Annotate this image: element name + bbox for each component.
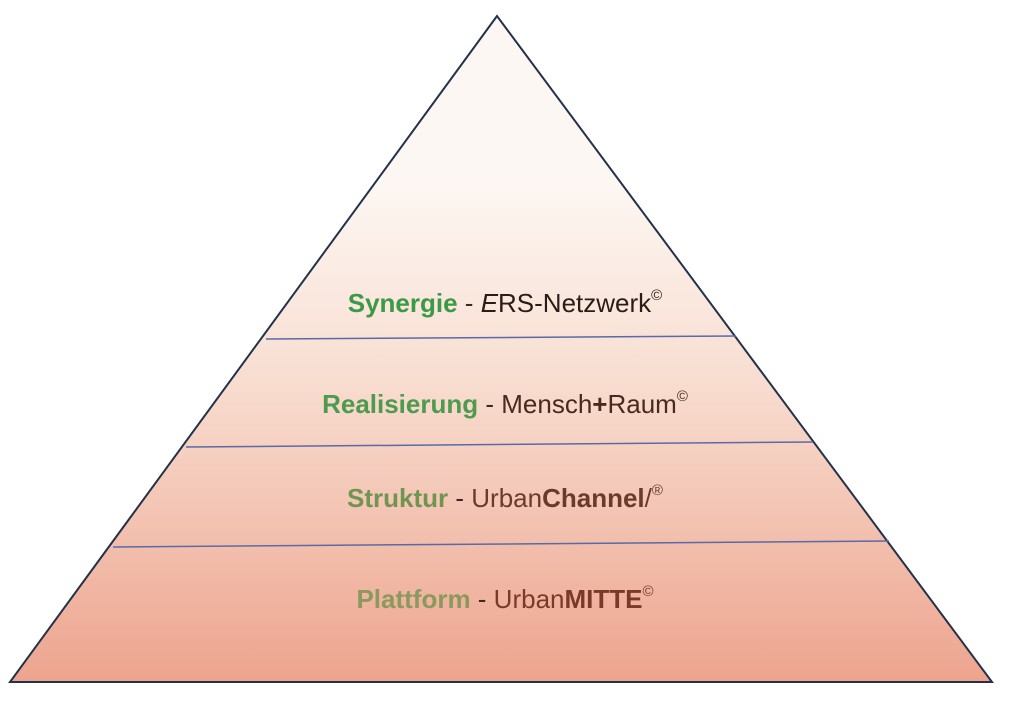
copyright-mark: © xyxy=(651,287,663,304)
brand-text: Urban xyxy=(493,584,565,614)
brand-text: RS-Netzwerk xyxy=(498,288,652,318)
tier-name: Struktur xyxy=(347,483,449,513)
tier-label-synergie: Synergie - ERS-Netzwerk© xyxy=(0,288,1010,318)
tier-label-struktur: Struktur - UrbanChannel/® xyxy=(0,483,1010,513)
tier-name: Realisierung xyxy=(322,389,479,419)
pyramid-triangle xyxy=(8,14,994,683)
tier-label-realisierung: Realisierung - Mensch+Raum© xyxy=(0,389,1010,419)
brand-text: / xyxy=(644,483,652,513)
tier-divider-3 xyxy=(112,540,890,548)
tier-separator: - xyxy=(457,288,481,318)
tier-separator: - xyxy=(470,584,494,614)
tier-divider-2 xyxy=(185,441,814,448)
registered-mark: ® xyxy=(651,482,663,499)
brand-text-bold: MITTE xyxy=(564,584,643,614)
brand-text-bold: Channel xyxy=(542,483,645,513)
brand-text-italic: E xyxy=(480,288,499,318)
tier-label-plattform: Plattform - UrbanMITTE© xyxy=(0,584,1010,614)
brand-text: Mensch xyxy=(501,389,593,419)
tier-separator: - xyxy=(478,389,502,419)
brand-text: Raum xyxy=(607,389,677,419)
tier-name: Plattform xyxy=(356,584,471,614)
tier-name: Synergie xyxy=(347,288,458,318)
tier-divider-1 xyxy=(265,335,737,340)
brand-text: Urban xyxy=(471,483,543,513)
tier-separator: - xyxy=(448,483,472,513)
brand-text-bold: + xyxy=(592,389,608,419)
copyright-mark: © xyxy=(676,388,688,405)
copyright-mark: © xyxy=(642,583,654,600)
